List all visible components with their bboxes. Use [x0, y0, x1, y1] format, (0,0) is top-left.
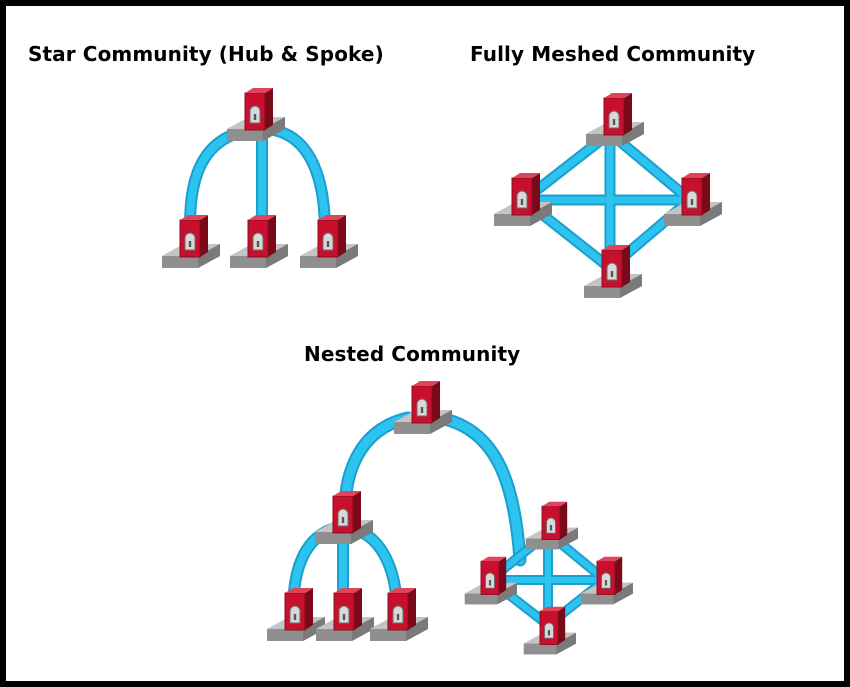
title-fully-meshed-community: Fully Meshed Community: [470, 42, 756, 66]
vpn-links: [184, 124, 696, 630]
title-nested-community: Nested Community: [304, 342, 521, 366]
security-gateway-icon: [161, 214, 221, 269]
title-star-community: Star Community (Hub & Spoke): [28, 42, 384, 66]
security-gateway-icon: [393, 380, 453, 435]
security-gateway-icon: [585, 92, 645, 147]
security-gateway-icon: [226, 87, 286, 142]
security-gateway-icon: [299, 214, 359, 269]
security-gateway-icon: [369, 587, 429, 642]
security-gateway-icon: [314, 490, 374, 545]
security-gateway-icon: [229, 214, 289, 269]
security-gateway-icon: [315, 587, 375, 642]
security-gateway-icon: [525, 501, 579, 550]
nested-gateways: [266, 380, 634, 655]
